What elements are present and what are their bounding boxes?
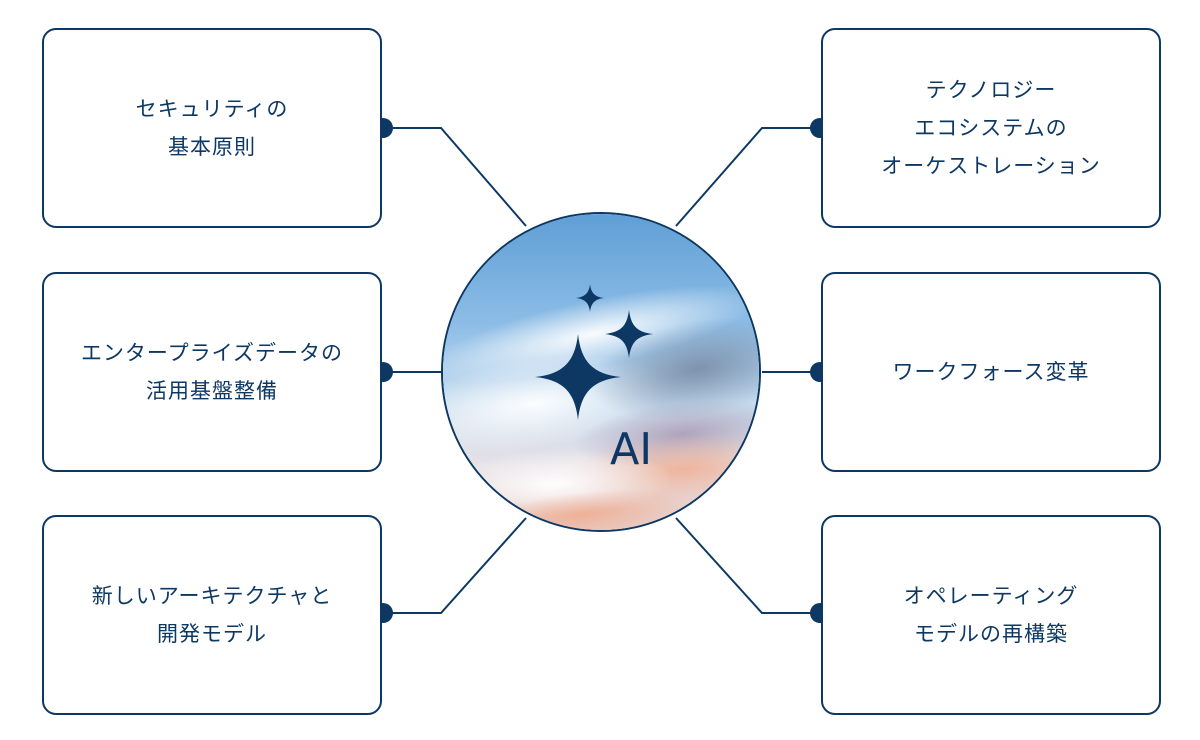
topic-box-operating-model: オペレーティング モデルの再構築 (821, 515, 1161, 715)
topic-label-enterprise-data: エンタープライズデータの 活用基盤整備 (80, 341, 344, 403)
topic-box-enterprise-data: エンタープライズデータの 活用基盤整備 (42, 272, 382, 472)
connector-top-right (675, 127, 820, 227)
topic-box-security: セキュリティの 基本原則 (42, 28, 382, 228)
connector-bottom-right (675, 517, 820, 614)
topic-label-operating-model: オペレーティング モデルの再構築 (903, 584, 1079, 646)
connector-bottom-left (383, 517, 527, 614)
topic-label-security: セキュリティの 基本原則 (135, 97, 289, 159)
sparkle-icon (535, 284, 653, 420)
topic-box-workforce: ワークフォース変革 (821, 272, 1161, 472)
ai-hub-circle: AI (441, 212, 761, 532)
topic-label-architecture: 新しいアーキテクチャと 開発モデル (91, 584, 333, 646)
topic-label-ecosystem: テクノロジー エコシステムの オーケストレーション (881, 78, 1101, 178)
connector-top-left (383, 127, 527, 227)
topic-box-ecosystem: テクノロジー エコシステムの オーケストレーション (821, 28, 1161, 228)
sky-background: AI (443, 214, 759, 530)
topic-box-architecture: 新しいアーキテクチャと 開発モデル (42, 515, 382, 715)
ai-label: AI (610, 424, 652, 475)
topic-label-workforce: ワークフォース変革 (892, 360, 1090, 384)
